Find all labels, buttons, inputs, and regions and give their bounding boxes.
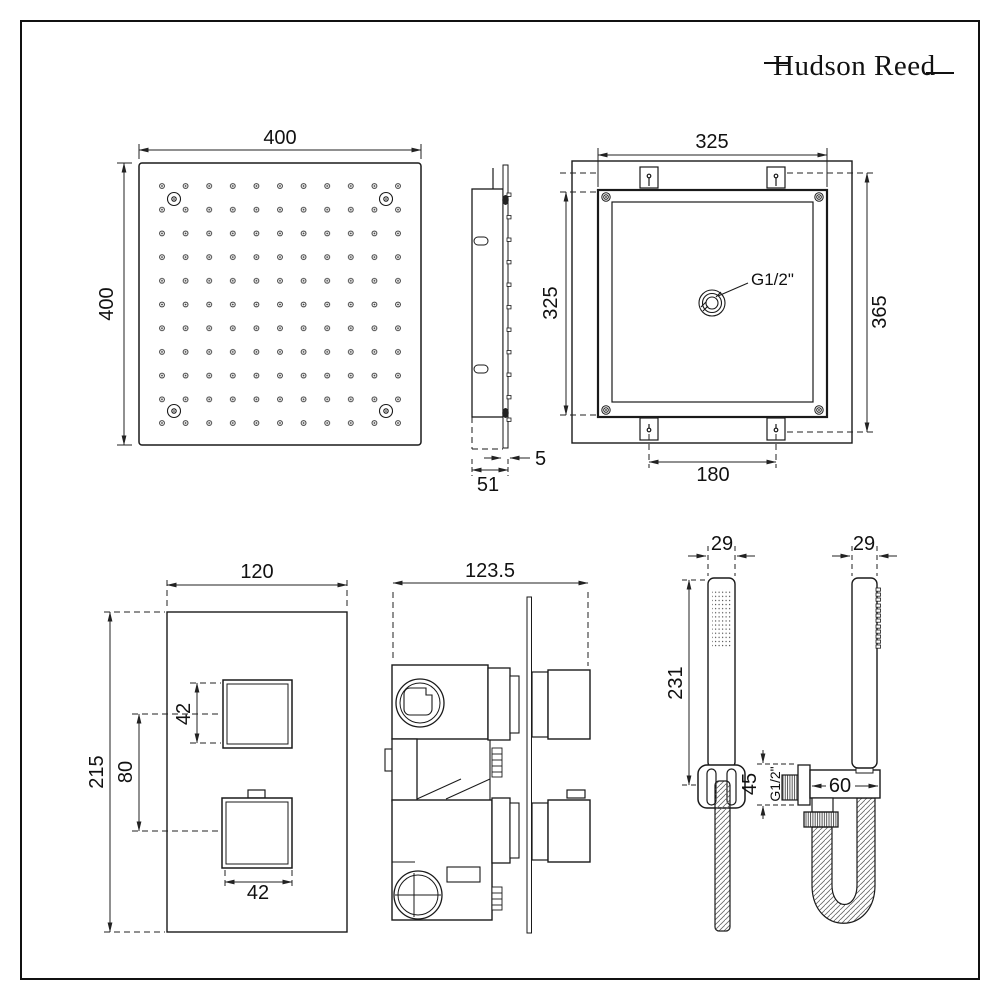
valve-front-view: 120 215 80 42 42 xyxy=(86,561,348,933)
valve-handle-bottom xyxy=(221,789,293,869)
logo-strike-line xyxy=(764,62,790,64)
dim-handset-side-width: 29 xyxy=(853,533,875,555)
side-nozzle-ticks xyxy=(506,192,512,422)
valve-knob-top-side xyxy=(547,669,591,740)
page-border xyxy=(20,20,980,980)
head-side-view: 5 51 xyxy=(471,164,546,496)
hose-nut xyxy=(803,811,839,828)
handset-front-view: 29 231 45 G1/2 xyxy=(665,533,796,932)
dim-head-width: 400 xyxy=(263,127,296,149)
valve-handle-top xyxy=(222,679,293,749)
shower-hose-front xyxy=(714,780,731,932)
head-screws xyxy=(166,191,394,419)
frame-screws xyxy=(601,192,824,415)
outlet-thread-stub xyxy=(781,774,799,801)
water-inlet-connector xyxy=(698,289,726,317)
logo-underline xyxy=(926,72,954,74)
handset-side-view: 29 60 xyxy=(781,533,897,924)
dim-valve-depth: 123.5 xyxy=(465,560,515,582)
dim-valve-height: 215 xyxy=(86,755,108,788)
head-front-view: 400 400 xyxy=(96,127,422,446)
dim-handset-length: 231 xyxy=(665,666,687,699)
dim-head-depth: 51 xyxy=(477,474,499,496)
dim-valve-handle-spacing: 80 xyxy=(115,761,137,783)
frame-back-view: G1/2" 325 325 365 180 xyxy=(540,131,891,486)
spray-face-dots xyxy=(712,589,731,648)
valve-side-view: 123.5 xyxy=(384,560,591,934)
shower-hose-side xyxy=(811,797,876,924)
mounting-tabs xyxy=(639,166,786,441)
outlet-elbow-body xyxy=(809,769,881,799)
dim-valve-handle-size: 42 xyxy=(173,703,195,725)
dim-outlet-thread: G1/2" xyxy=(767,766,783,801)
dim-frame-height: 325 xyxy=(540,286,562,319)
dim-frame-overall-height: 365 xyxy=(869,295,891,328)
dim-valve-width: 120 xyxy=(240,561,273,583)
valve-knob-bottom-side xyxy=(547,799,591,863)
dim-frame-connection: G1/2" xyxy=(751,270,794,289)
dim-valve-handle-width: 42 xyxy=(247,882,269,904)
nozzle-grid xyxy=(150,174,410,435)
brand-logo: Hudson Reed xyxy=(773,50,936,83)
dim-head-plate-thickness: 5 xyxy=(535,448,546,470)
dim-handset-width: 29 xyxy=(711,533,733,555)
brand-name: Hudson Reed xyxy=(773,50,936,82)
dim-frame-width: 325 xyxy=(695,131,728,153)
valve-wall-plate xyxy=(526,596,532,934)
dim-head-height: 400 xyxy=(96,287,118,320)
dim-frame-bracket-spacing: 180 xyxy=(696,464,729,486)
dim-outlet-depth: 60 xyxy=(829,775,851,797)
spray-face-side-ticks xyxy=(875,587,881,649)
dim-bracket-height: 45 xyxy=(739,773,761,795)
